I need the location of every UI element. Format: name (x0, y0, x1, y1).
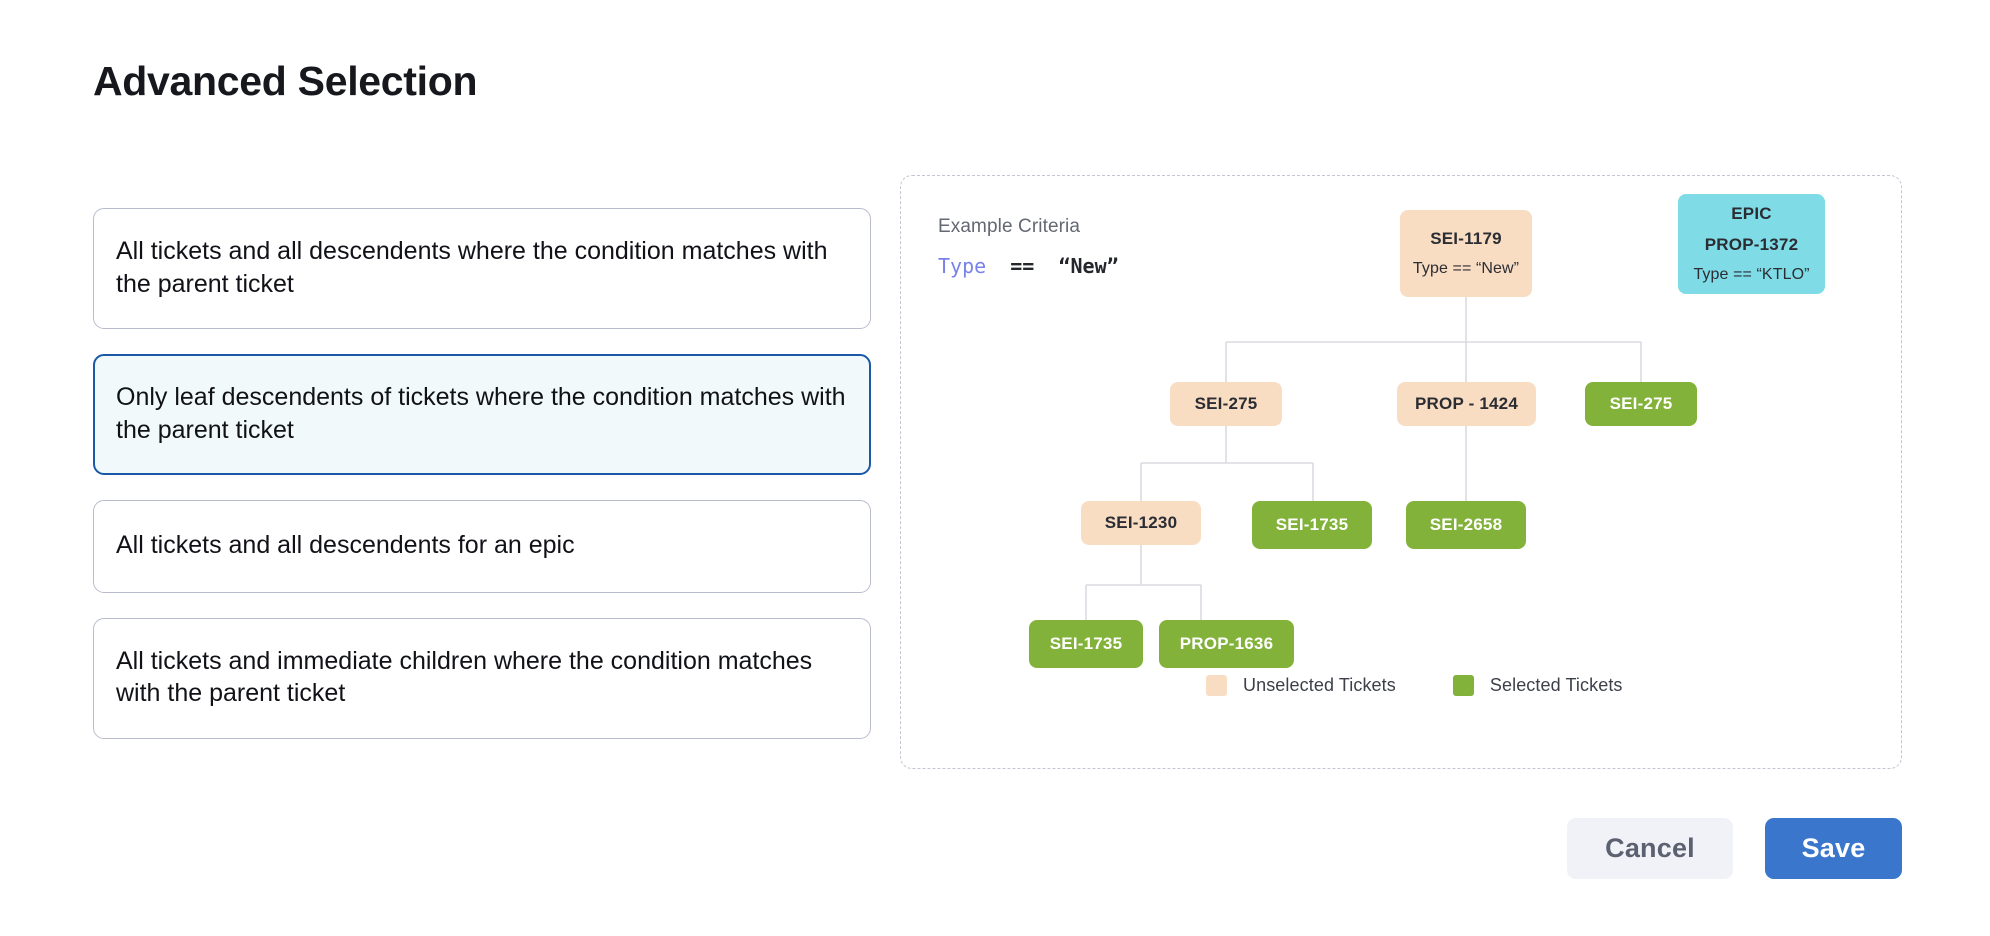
tree-node-sei-1735-a[interactable]: SEI-1735 (1252, 501, 1372, 549)
page-title: Advanced Selection (93, 58, 478, 104)
ticket-tree: SEI-1179 Type == “New” EPIC PROP-1372 Ty… (901, 176, 1903, 770)
node-title: PROP - 1424 (1415, 394, 1518, 413)
node-title: SEI-1735 (1275, 515, 1349, 534)
example-criteria-label: Example Criteria (938, 216, 1081, 237)
node-title: SEI-1735 (1049, 634, 1123, 653)
option-label: Only leaf descendents of tickets where t… (116, 383, 846, 444)
criteria-value: “New” (1058, 254, 1119, 278)
unselected-swatch-icon (1206, 675, 1227, 696)
node-title: PROP-1636 (1179, 634, 1274, 653)
selected-swatch-icon (1452, 675, 1474, 696)
criteria-operator: == (1010, 254, 1035, 278)
tree-node-prop-1424[interactable]: PROP - 1424 (1397, 382, 1536, 426)
node-title: EPIC (1731, 204, 1772, 223)
node-title: SEI-275 (1609, 394, 1673, 413)
option-label: All tickets and all descendents where th… (116, 237, 828, 298)
legend-item-unselected: Unselected Tickets (1206, 675, 1396, 696)
node-key: PROP-1372 (1704, 235, 1799, 254)
node-subtitle: Type == “New” (1412, 260, 1520, 277)
option-card-immediate-children[interactable]: All tickets and immediate children where… (93, 617, 871, 739)
save-button[interactable]: Save (1765, 818, 1902, 879)
node-title: SEI-1179 (1430, 229, 1502, 248)
legend-label: Selected Tickets (1489, 675, 1623, 695)
diagram-legend: Unselected Tickets Selected Tickets (1206, 675, 1623, 696)
tree-node-sei-1179[interactable]: SEI-1179 Type == “New” (1400, 210, 1532, 297)
cancel-button[interactable]: Cancel (1567, 818, 1733, 879)
option-card-epic-descendents[interactable]: All tickets and all descendents for an e… (93, 500, 871, 593)
node-title: SEI-2658 (1429, 515, 1503, 534)
option-label: All tickets and immediate children where… (116, 646, 813, 708)
option-card-leaf-descendents[interactable]: Only leaf descendents of tickets where t… (93, 354, 871, 475)
node-title: SEI-1230 (1104, 513, 1178, 532)
selection-option-list: All tickets and all descendents where th… (93, 208, 871, 739)
tree-node-sei-275-a[interactable]: SEI-275 (1170, 382, 1282, 426)
tree-node-sei-275-b[interactable]: SEI-275 (1585, 382, 1697, 426)
tree-node-sei-1230[interactable]: SEI-1230 (1081, 501, 1201, 545)
criteria-keyword: Type (938, 254, 987, 278)
node-title: SEI-275 (1194, 394, 1258, 413)
legend-label: Unselected Tickets (1243, 675, 1396, 695)
example-diagram-panel: Example Criteria Type == “New” (900, 175, 1902, 769)
tree-node-prop-1636[interactable]: PROP-1636 (1159, 620, 1294, 668)
tree-node-epic-prop-1372[interactable]: EPIC PROP-1372 Type == “KTLO” (1678, 194, 1825, 294)
tree-connectors (1085, 297, 1642, 620)
option-card-all-descendents[interactable]: All tickets and all descendents where th… (93, 208, 871, 329)
example-criteria-expression: Type == “New” (938, 254, 1119, 278)
legend-item-selected: Selected Tickets (1452, 675, 1623, 696)
tree-node-sei-1735-b[interactable]: SEI-1735 (1029, 620, 1143, 668)
tree-node-sei-2658[interactable]: SEI-2658 (1406, 501, 1526, 549)
dialog-footer: Cancel Save (1567, 818, 1902, 879)
node-subtitle: Type == “KTLO” (1693, 266, 1810, 283)
option-label: All tickets and all descendents for an e… (116, 531, 575, 559)
